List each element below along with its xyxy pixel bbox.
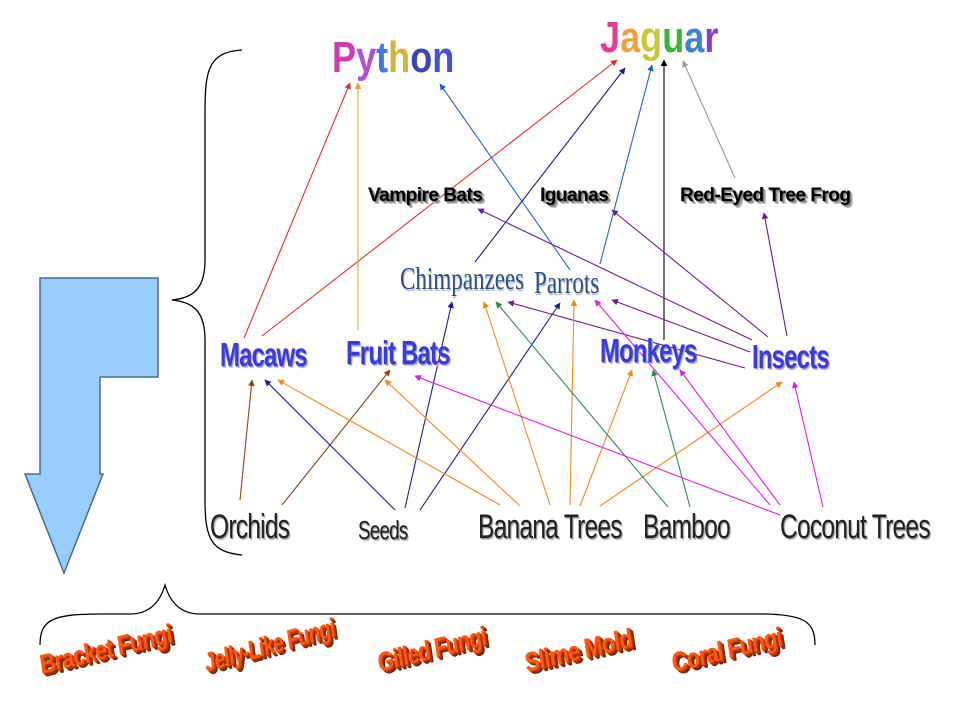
parrots-node: Parrots — [534, 264, 600, 300]
iguanas-node: Iguanas — [540, 185, 609, 206]
chimpanzees-node: Chimpanzees — [400, 260, 525, 296]
python-letter: o — [410, 33, 433, 82]
arrow-coconut-fruitbats — [414, 375, 781, 516]
arrow-coconut-monkeys — [679, 369, 781, 506]
coconut-trees-node: Coconut Trees — [780, 508, 931, 546]
jaguar-letter: u — [662, 13, 685, 62]
arrow-seeds-chimpanzees — [404, 301, 454, 509]
decomposer-brace — [39, 582, 816, 646]
jaguar-letter: a — [684, 13, 705, 62]
jaguar-letter: r — [704, 13, 719, 62]
arrow-banana-monkeys — [579, 369, 633, 507]
jaguar-letter: g — [640, 13, 663, 62]
macaws-node: Macaws — [220, 336, 308, 373]
python-letter: t — [376, 33, 389, 82]
arrow-parrots-jaguar — [599, 64, 654, 265]
arrow-insects-iguanas — [611, 209, 769, 338]
arrow-frog-jaguar — [682, 60, 736, 179]
monkeys-node: Monkeys — [600, 332, 697, 369]
arrow-coconut-parrots — [594, 299, 771, 506]
jaguar-node: Jaguar — [600, 16, 718, 60]
arrow-seeds-parrots — [419, 302, 561, 511]
big-down-arrow — [23, 277, 159, 576]
python-letter: y — [356, 33, 377, 82]
fruit-bats-node: Fruit Bats — [346, 334, 450, 371]
seeds-node: Seeds — [358, 515, 408, 545]
arrow-banana-parrots — [569, 299, 578, 506]
python-node: Python — [332, 36, 454, 80]
python-letter: n — [432, 33, 455, 82]
arrow-seeds-macaws — [264, 379, 396, 511]
arrow-bamboo-monkeys — [651, 369, 691, 508]
jaguar-letter: J — [600, 13, 621, 62]
left-brace — [171, 49, 243, 556]
arrow-bamboo-chimpanzees — [495, 301, 669, 508]
vampire-bats-node: Vampire Bats — [368, 185, 483, 206]
banana-trees-node: Banana Trees — [478, 508, 623, 546]
arrow-chimpanzees-jaguar — [474, 67, 626, 263]
red-eyed-tree-frog-node: Red-Eyed Tree Frog — [680, 185, 851, 206]
orchids-node: Orchids — [210, 508, 290, 546]
arrow-banana-chimpanzees — [482, 301, 551, 506]
jaguar-letter: a — [620, 13, 641, 62]
arrow-coconut-insects — [792, 381, 824, 508]
insects-node: Insects — [752, 338, 830, 375]
arrow-parrots-python — [439, 83, 571, 271]
arrow-orchids-fruitbats — [281, 369, 391, 506]
arrow-insects-frog — [761, 212, 788, 337]
arrow-banana-macaws — [277, 379, 501, 506]
python-letter: P — [332, 33, 357, 82]
arrow-banana-insects — [599, 381, 783, 507]
arrow-orchids-macaws — [239, 379, 255, 501]
arrow-macaws-jaguar — [261, 59, 618, 337]
arrow-insects-parrots — [611, 299, 751, 353]
arrow-banana-fruitbats — [384, 379, 521, 507]
arrow-macaws-python — [243, 82, 351, 339]
bamboo-node: Bamboo — [643, 508, 731, 546]
arrow-monkeys-chimpanzees — [507, 300, 746, 369]
arrow-insects-vampirebats — [477, 208, 753, 341]
python-letter: h — [388, 33, 411, 82]
